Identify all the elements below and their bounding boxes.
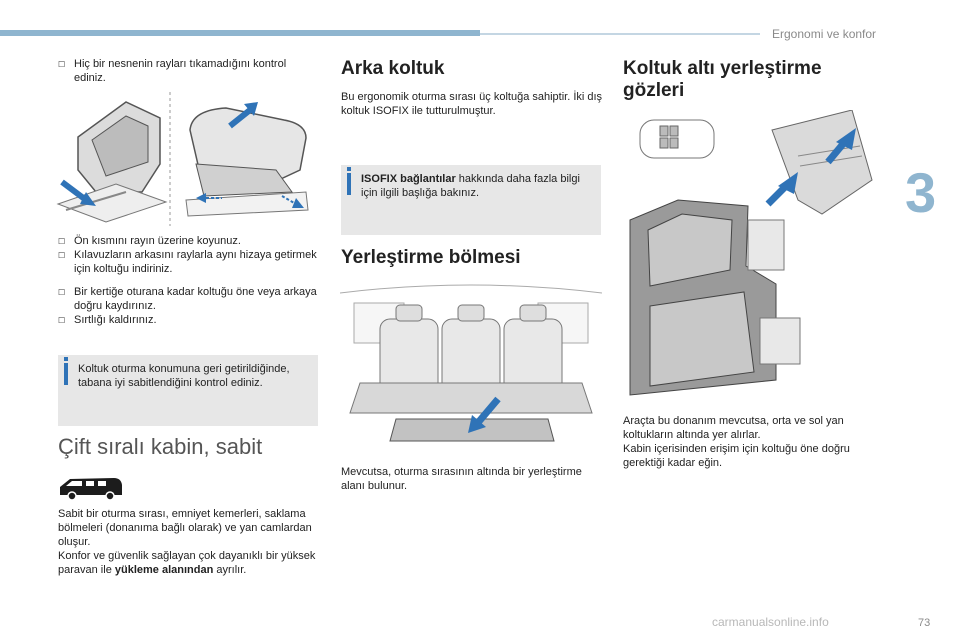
bullet-item: ☐Sırtlığı kaldırınız. [58,314,157,326]
right-heading-block: Koltuk altı yerleştirme gözleri [623,58,883,102]
page-number: 73 [918,617,931,629]
middle-block-1: Arka koltuk Bu ergonomik oturma sırası ü… [341,58,603,118]
paragraph-2: Kabin içerisinden erişim için koltuğu ön… [623,443,850,469]
van-icon [58,475,124,501]
heading-yerlestirme-bolmesi: Yerleştirme bölmesi [341,247,521,268]
checkbox-bullet-icon: ☐ [58,316,66,325]
heading-arka-koltuk: Arka koltuk [341,58,445,79]
rear-bench-illustration [339,283,603,451]
paragraph-2: Konfor ve güvenlik sağlayan çok dayanıkl… [58,550,316,576]
left-heading-block: Çift sıralı kabin, sabit [58,434,338,460]
middle-heading-2: Yerleştirme bölmesi [341,247,603,269]
info-icon [347,167,351,195]
right-paragraph: Araçta bu donanım mevcutsa, orta ve sol … [623,414,885,470]
note-text: Koltuk oturma konumuna geri getirildiğin… [78,363,290,389]
info-icon [64,357,68,385]
seat-rail-illustration [56,92,316,226]
info-note-left: Koltuk oturma konumuna geri getirildiğin… [58,355,318,426]
left-bullets-mid: ☐Ön kısmını rayın üzerine koyunuz. ☐Kıla… [58,234,318,276]
checkbox-bullet-icon: ☐ [58,288,66,297]
paragraph-1: Araçta bu donanım mevcutsa, orta ve sol … [623,415,844,441]
heading-koltuk-alti: Koltuk altı yerleştirme gözleri [623,58,822,101]
left-bullets-low: ☐Bir kertiğe oturana kadar koltuğu öne v… [58,285,318,327]
left-paragraph: Sabit bir oturma sırası, emniyet kemerle… [58,507,323,577]
checkbox-bullet-icon: ☐ [58,60,66,69]
note-text: ISOFIX bağlantılar hakkında daha fazla b… [361,173,580,199]
chapter-number: 3 [905,161,937,224]
paragraph-yerlestirme: Mevcutsa, oturma sırasının altında bir y… [341,466,582,492]
underseat-storage-illustration [622,109,884,405]
bullet-item: ☐Kılavuzların arkasını raylarla aynı hiz… [58,249,317,275]
top-accent-bar [0,30,480,36]
bullet-item: ☐Ön kısmını rayın üzerine koyunuz. [58,235,241,247]
left-bullets-top: ☐Hiç bir nesnenin rayları tıkamadığını k… [58,57,318,85]
checkbox-bullet-icon: ☐ [58,237,66,246]
middle-paragraph-2: Mevcutsa, oturma sırasının altında bir y… [341,465,603,493]
paragraph-1: Sabit bir oturma sırası, emniyet kemerle… [58,508,312,548]
checkbox-bullet-icon: ☐ [58,251,66,260]
paragraph-arka-koltuk: Bu ergonomik oturma sırası üç koltuğa sa… [341,91,603,117]
top-accent-line [480,33,760,35]
bullet-item: ☐Bir kertiğe oturana kadar koltuğu öne v… [58,286,317,312]
section-title: Ergonomi ve konfor [772,27,877,41]
watermark: carmanualsonline.info [712,615,829,629]
info-note-isofix: ISOFIX bağlantılar hakkında daha fazla b… [341,165,601,235]
section-heading: Çift sıralı kabin, sabit [58,434,263,459]
bullet-item: ☐Hiç bir nesnenin rayları tıkamadığını k… [58,58,287,84]
